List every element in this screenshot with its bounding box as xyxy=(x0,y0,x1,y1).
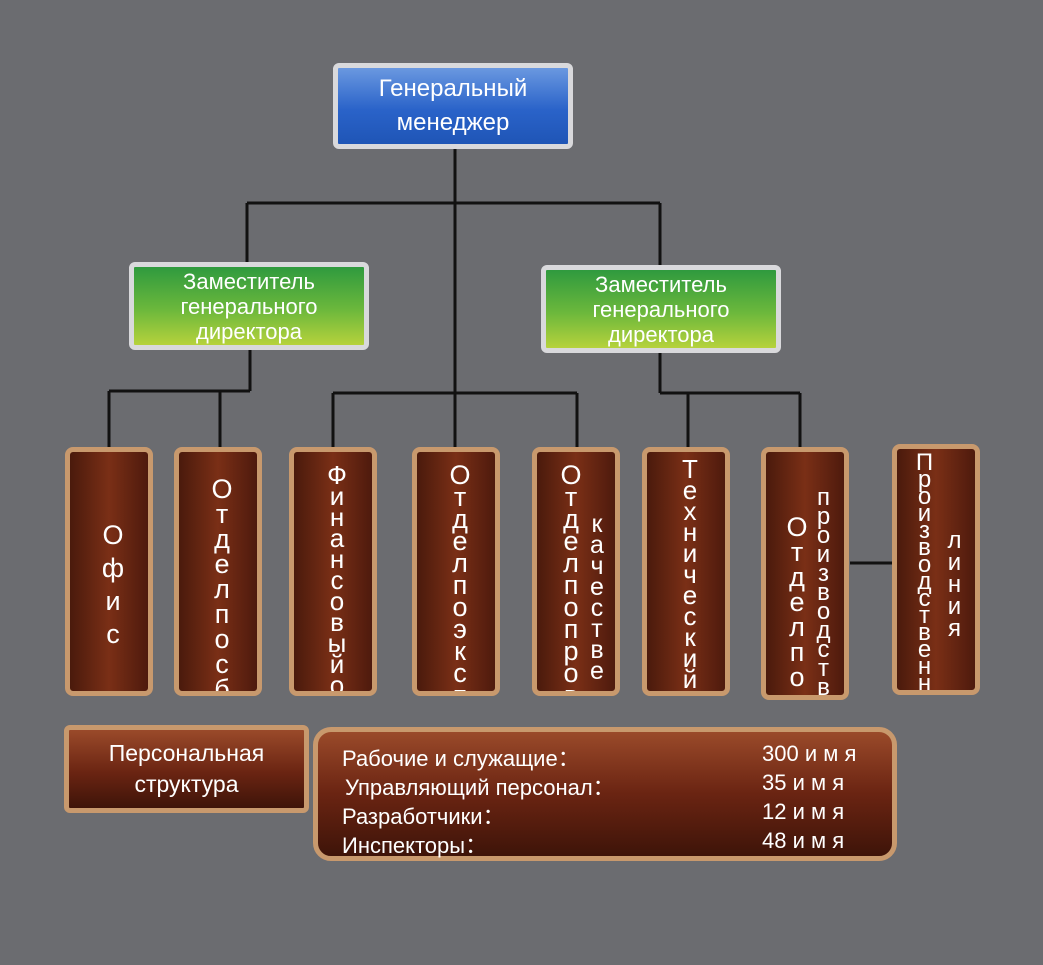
stat-value: 35 и м я xyxy=(762,770,845,795)
stat-label: Разработчики： xyxy=(342,804,505,829)
general-manager-line2: менеджер xyxy=(396,109,510,136)
stat-row: Управляющий персонал： 35 и м я xyxy=(318,770,892,800)
production-dept-label: Отделпо xyxy=(782,512,812,687)
deputy-director-left-box: Заместитель генерального директора xyxy=(129,262,369,350)
production-line-label: Производственная xyxy=(911,449,938,695)
export-dept-label: Отделпоэкспорту xyxy=(445,460,475,696)
deputy-right-line3: директора xyxy=(607,321,714,347)
quality-dept-label-2: качестве xyxy=(583,510,611,678)
tech-center-label: Техническийцентр xyxy=(675,454,705,696)
deputy-left-line1: Заместитель xyxy=(183,268,315,294)
production-dept-label-2: производству xyxy=(810,484,837,700)
production-dept-box: Отделпо производству xyxy=(761,447,849,700)
deputy-right-line1: Заместитель xyxy=(595,271,727,297)
stat-row: Рабочие и служащие： 300 и м я xyxy=(318,741,892,771)
production-line-label-2: линия xyxy=(941,527,968,637)
deputy-left-line2: генерального xyxy=(180,293,318,319)
general-manager-line1: Генеральный xyxy=(378,75,528,102)
office-dept-box: Офис xyxy=(65,447,153,696)
deputy-right-line2: генерального xyxy=(592,296,730,322)
quality-dept-box: Отделпопроверке качестве xyxy=(532,447,620,696)
office-dept-label: Офис xyxy=(98,520,128,652)
finance-dept-label: Финансовыйотдел xyxy=(322,460,352,696)
deputy-director-right-box: Заместитель генерального директора xyxy=(541,265,781,353)
sales-dept-box: Отделпосбыту xyxy=(174,447,262,696)
personnel-structure-line1: Персональная xyxy=(108,740,265,766)
stat-label: Управляющий персонал： xyxy=(345,775,615,800)
finance-dept-box: Финансовыйотдел xyxy=(289,447,377,696)
stat-label: Рабочие и служащие： xyxy=(342,746,580,771)
sales-dept-label: Отделпосбыту xyxy=(207,474,237,696)
tech-center-box: Техническийцентр xyxy=(642,447,730,696)
export-dept-box: Отделпоэкспорту xyxy=(412,447,500,696)
personnel-structure-box: Персональная структура xyxy=(64,725,309,813)
stat-label: Инспекторы： xyxy=(342,833,488,858)
deputy-left-line3: директора xyxy=(195,318,302,344)
stat-value: 12 и м я xyxy=(762,799,845,824)
quality-dept-label: Отделпопроверке xyxy=(556,460,586,696)
stat-value: 300 и м я xyxy=(762,741,857,766)
stat-value: 48 и м я xyxy=(762,828,845,853)
production-line-box: Производственная линия xyxy=(892,444,980,695)
stat-row: Разработчики： 12 и м я xyxy=(318,799,892,829)
personnel-structure-line2: структура xyxy=(134,771,239,797)
staff-stats-box: Рабочие и служащие： 300 и м я Управляющи… xyxy=(313,727,897,861)
stat-row: Инспекторы： 48 и м я xyxy=(318,828,892,858)
general-manager-box: Генеральный менеджер xyxy=(333,63,573,149)
